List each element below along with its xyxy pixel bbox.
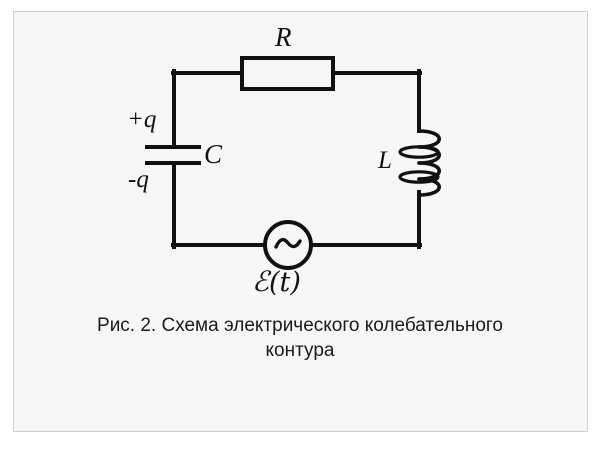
resistor-label: R	[275, 22, 292, 52]
inductor-symbol	[398, 129, 441, 197]
ac-source-tilde-icon	[274, 237, 302, 249]
capacitor-label: C	[204, 139, 223, 169]
figure-caption: Рис. 2. Схема электрического колебательн…	[22, 313, 578, 364]
capacitor-positive-charge-label: +q	[127, 106, 157, 133]
inductor-label: L	[378, 147, 392, 174]
emf-symbol: ℰ	[252, 265, 269, 298]
capacitor-negative-charge-label: -q	[128, 166, 149, 193]
emf-source-label: ℰ(t)	[252, 265, 301, 298]
caption-line-2: контура	[265, 340, 335, 362]
caption-line-1: Рис. 2. Схема электрического колебательн…	[97, 315, 503, 336]
emf-argument: (t)	[268, 267, 301, 298]
resistor-symbol	[240, 56, 335, 91]
